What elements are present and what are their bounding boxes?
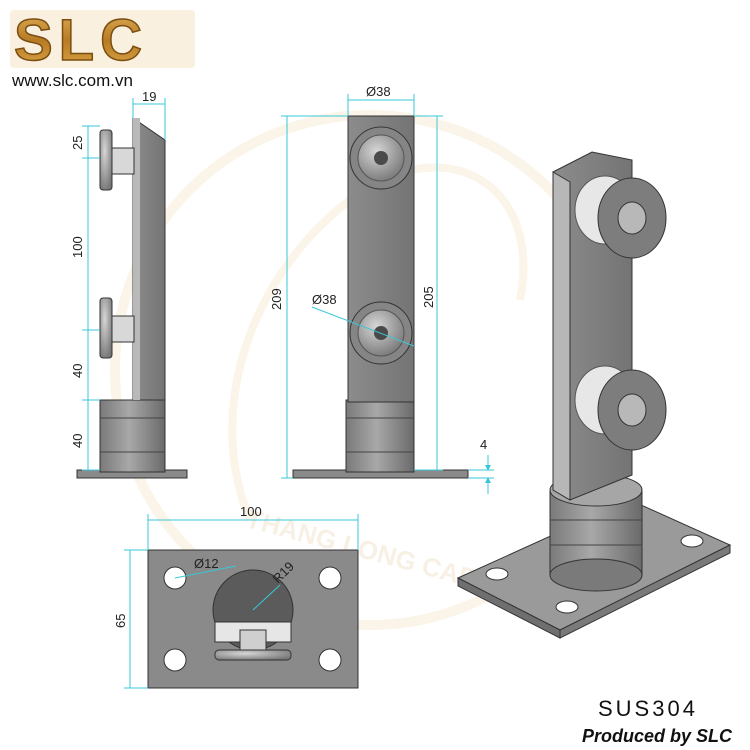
website-text: www.slc.com.vn (11, 71, 133, 90)
front-total-height-label: 209 (269, 288, 284, 310)
side-height-label-4: 40 (70, 434, 85, 448)
side-width-label: 19 (142, 89, 156, 104)
side-view: 19 25 100 40 40 (70, 89, 188, 479)
plate-width-label: 100 (240, 504, 262, 519)
plate-hole-diameter-label: Ø12 (194, 556, 219, 571)
isometric-render (456, 151, 732, 639)
base-plate-view: 100 65 Ø12 R19 (113, 504, 359, 689)
brand-logo: SLC (10, 7, 195, 74)
front-view: Ø38 Ø38 209 205 4 (269, 84, 494, 494)
front-roller-diameter-label: Ø38 (312, 292, 337, 307)
producer-label: Produced by SLC (582, 726, 733, 746)
side-height-label-1: 25 (70, 136, 85, 150)
plate-height-label: 65 (113, 614, 128, 628)
side-height-label-3: 40 (70, 364, 85, 378)
material-label: SUS304 (598, 696, 698, 721)
front-plate-thickness-label: 4 (480, 437, 487, 452)
side-height-label-2: 100 (70, 236, 85, 258)
front-post-height-label: 205 (421, 286, 436, 308)
front-top-diameter-label: Ø38 (366, 84, 391, 99)
logo-text: SLC (14, 8, 148, 73)
